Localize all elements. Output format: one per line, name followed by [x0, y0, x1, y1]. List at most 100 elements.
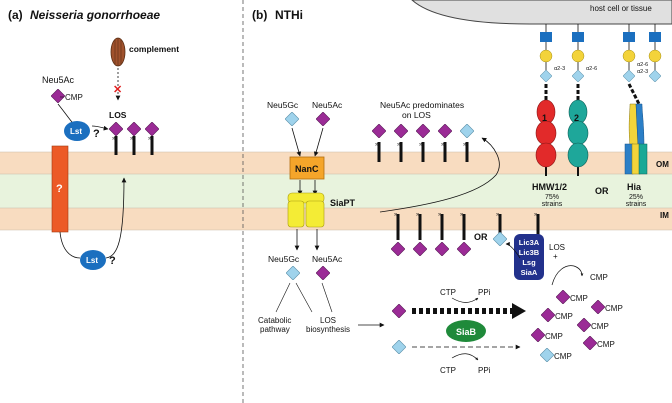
cmp-5: CMP	[545, 332, 563, 341]
panel-a-label: (a)	[8, 8, 23, 22]
block-x-icon: ✕	[113, 84, 122, 96]
losbio-1: LOS	[320, 316, 336, 325]
svg-text:»: »	[438, 212, 442, 218]
hia-percent: 25%	[629, 194, 643, 201]
flip-arrow	[379, 137, 500, 213]
host-glycans	[539, 24, 662, 82]
link-4: α2-3	[637, 69, 648, 75]
los-group-im: » » » » » »	[391, 212, 540, 256]
neu5ac-substrate	[392, 304, 406, 318]
neu5ac-mid-label: Neu5Ac	[312, 254, 343, 264]
neu5gc-mid-diamond	[286, 266, 300, 280]
outer-membrane	[0, 152, 672, 174]
nanc-porin	[289, 156, 325, 180]
svg-text:»: »	[496, 212, 500, 218]
host-label: host cell or tissue	[590, 4, 652, 13]
hmw1-adhesin: 1	[535, 99, 557, 176]
link-1: α2-3	[554, 66, 565, 72]
cmp-4: CMP	[591, 322, 609, 331]
ctp-top: CTP	[440, 288, 456, 297]
ctp-bot: CTP	[440, 366, 456, 375]
svg-text:2: 2	[574, 113, 579, 123]
om-label: OM	[656, 160, 669, 169]
cmp-3: CMP	[555, 312, 573, 321]
lst-enzyme-top	[64, 121, 90, 141]
lic-enzymes-box	[514, 234, 544, 280]
svg-text:»: »	[397, 142, 401, 148]
neu5ac-label: Neu5Ac	[42, 75, 75, 85]
siapt-label: SiaPT	[330, 198, 356, 208]
neu5gc-mid-label: Neu5Gc	[268, 254, 300, 264]
or-adhesin: OR	[595, 186, 609, 196]
svg-text:»: »	[148, 136, 152, 142]
los-plus-2: +	[553, 252, 558, 261]
svg-text:»: »	[112, 136, 116, 142]
lst-enzyme-bottom	[80, 250, 106, 270]
host-cell	[411, 0, 672, 25]
svg-text:»: »	[394, 212, 398, 218]
siab-label: SiaB	[456, 327, 477, 337]
catabolic-1: Catabolic	[258, 316, 291, 325]
svg-text:»: »	[441, 142, 445, 148]
cmp-out: CMP	[590, 273, 608, 282]
lst-top-label: Lst	[70, 127, 82, 136]
lic-1: Lic3A	[519, 238, 540, 247]
hia-adhesin	[624, 103, 648, 175]
hia-label: Hia	[627, 182, 642, 192]
neu5gc-top-diamond	[285, 112, 299, 126]
im-label: IM	[660, 211, 669, 220]
neu5ac-top-diamond	[316, 112, 330, 126]
panel-b-title: NTHi	[275, 8, 303, 22]
neu5gc-substrate	[392, 340, 406, 354]
lic-3: Lsg	[522, 258, 536, 267]
siab-enzyme	[446, 320, 486, 342]
neu5ac-mid-diamond	[316, 266, 330, 280]
svg-text:»: »	[419, 142, 423, 148]
los-group-om: » » » » »	[372, 124, 474, 162]
cmp-6: CMP	[597, 340, 615, 349]
neu5ac-top-label: Neu5Ac	[312, 100, 343, 110]
ppi-top: PPi	[478, 288, 491, 297]
cmp-1: CMP	[570, 294, 588, 303]
hmw-percent: 75%	[545, 194, 559, 201]
los-group-a: » » »	[109, 122, 159, 155]
hmw-label: HMW1/2	[532, 182, 567, 192]
losbio-2: biosynthesis	[306, 325, 350, 334]
predominates-1: Neu5Ac predominates	[380, 100, 464, 110]
complement-icon	[110, 37, 126, 67]
svg-text:»: »	[375, 142, 379, 148]
predominates-2: on LOS	[402, 110, 431, 120]
svg-text:»: »	[534, 212, 538, 218]
cmp-7: CMP	[554, 352, 572, 361]
link-3: α2-6	[637, 62, 648, 68]
panel-b-label: (b)	[252, 8, 267, 22]
or-im: OR	[474, 232, 488, 242]
nanc-label: NanC	[295, 164, 319, 174]
ppi-bot: PPi	[478, 366, 491, 375]
hia-strains: strains	[626, 201, 647, 208]
inner-membrane	[0, 208, 672, 230]
neu5gc-top-label: Neu5Gc	[267, 100, 299, 110]
transporter-question: ?	[56, 183, 63, 195]
catabolic-2: pathway	[260, 325, 290, 334]
cmp-2: CMP	[605, 304, 623, 313]
svg-text:»: »	[463, 142, 467, 148]
lic-4: SiaA	[521, 268, 538, 277]
siapt-transporter	[287, 192, 325, 228]
hmw-strains: strains	[542, 201, 563, 208]
neu5ac-diamond	[51, 89, 65, 103]
lic-2: Lic3B	[519, 248, 540, 257]
lst-question-top: ?	[93, 128, 100, 140]
panel-a-title: Neisseria gonorrhoeae	[30, 8, 160, 22]
los-plus-1: LOS	[549, 243, 565, 252]
svg-text:1: 1	[542, 113, 547, 123]
svg-text:»: »	[416, 212, 420, 218]
svg-text:»: »	[460, 212, 464, 218]
svg-text:»: »	[130, 136, 134, 142]
hmw2-adhesin: 2	[567, 99, 589, 176]
lst-question-bottom: ?	[109, 255, 116, 267]
cmp-label: CMP	[65, 93, 83, 102]
los-label-a: LOS	[109, 110, 127, 120]
link-2: α2-6	[586, 66, 597, 72]
